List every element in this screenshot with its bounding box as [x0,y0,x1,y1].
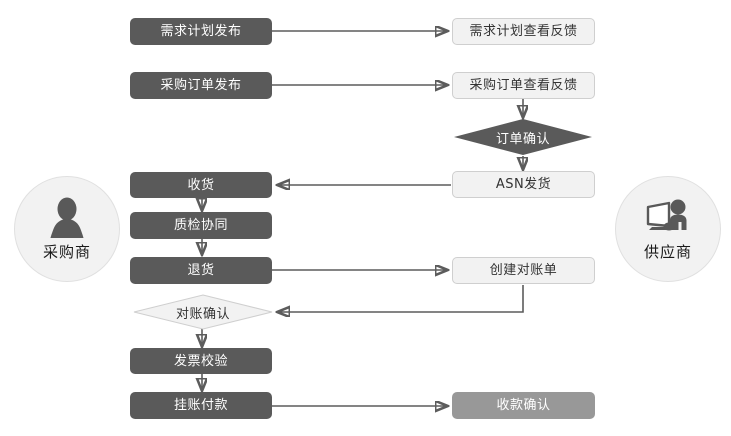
node-receipt-confirm-label: 收款确认 [496,398,551,413]
person-at-computer-icon [643,196,693,240]
node-demand-plan-feedback-label: 需求计划查看反馈 [469,24,578,39]
node-goods-receipt[interactable]: 收货 [130,172,272,198]
person-silhouette-icon [42,196,92,240]
node-order-confirm-label: 订单确认 [495,131,550,147]
edge-create-statement-to-reconcile [277,285,524,312]
node-return-goods[interactable]: 退货 [130,257,272,284]
node-create-statement-label: 创建对账单 [489,263,558,278]
node-quality-collab-label: 质检协同 [173,218,228,233]
node-quality-collab[interactable]: 质检协同 [130,212,272,239]
node-goods-receipt-label: 收货 [187,177,215,193]
node-demand-plan-publish[interactable]: 需求计划发布 [130,18,272,45]
node-invoice-verify[interactable]: 发票校验 [130,348,272,374]
node-po-publish-label: 采购订单发布 [160,78,242,93]
node-po-feedback-label: 采购订单查看反馈 [469,78,578,93]
actor-buyer: 采购商 [14,176,120,282]
actor-supplier: 供应商 [615,176,721,282]
node-demand-plan-publish-label: 需求计划发布 [160,24,242,39]
node-payable-payment-label: 挂账付款 [173,398,228,413]
node-demand-plan-feedback[interactable]: 需求计划查看反馈 [452,18,595,45]
node-return-goods-label: 退货 [187,263,215,278]
node-payable-payment[interactable]: 挂账付款 [130,392,272,419]
actor-supplier-label: 供应商 [643,243,692,261]
node-order-confirm[interactable]: 订单确认 [454,119,592,155]
node-po-publish[interactable]: 采购订单发布 [130,72,272,99]
node-receipt-confirm[interactable]: 收款确认 [452,392,595,419]
actor-buyer-label: 采购商 [42,243,91,261]
node-reconcile-confirm[interactable]: 对账确认 [133,294,273,330]
node-po-feedback[interactable]: 采购订单查看反馈 [452,72,595,99]
node-asn-ship-label: ASN发货 [495,177,552,192]
node-invoice-verify-label: 发票校验 [173,353,228,369]
node-reconcile-confirm-label: 对账确认 [175,306,230,322]
node-create-statement[interactable]: 创建对账单 [452,257,595,284]
node-asn-ship[interactable]: ASN发货 [452,171,595,198]
